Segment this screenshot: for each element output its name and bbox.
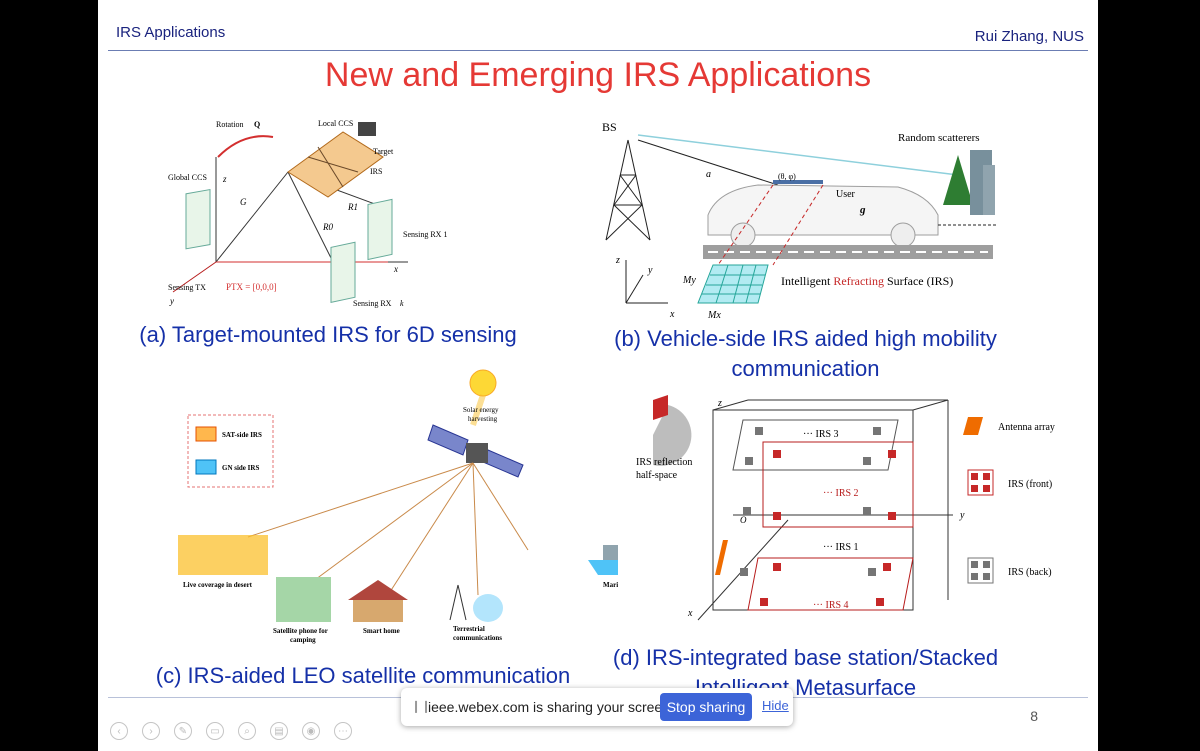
stop-sharing-button[interactable]: Stop sharing [660,693,752,721]
gn-irs-legend-icon [195,459,217,475]
header-divider [108,50,1088,51]
caption-a: (a) Target-mounted IRS for 6D sensing [139,322,517,347]
figure-a-6d-sensing: Rotation Q Local CCS Target IRS Global C… [168,119,447,308]
camera-icon[interactable]: ◉ [302,722,320,740]
legend-antenna-icon [963,417,983,435]
c-terrestrial2: communications [453,634,502,642]
a-target: Target [373,147,394,156]
d-z: z [717,398,722,409]
b-my: My [682,275,696,286]
sat-irs-legend-icon [195,426,217,442]
a-global-ccs: Global CCS [168,173,207,182]
a-local-ccs: Local CCS [318,119,353,128]
a-g: G [240,197,247,207]
bs-tower-icon [605,139,651,241]
irs-grid-icon [697,264,769,304]
header-author: Rui Zhang, NUS [974,28,1084,45]
c-camping2: camping [290,636,316,644]
slide-title: New and Emerging IRS Applications [324,56,872,94]
presentation-toolbar: ‹ › ✎ ▭ ⌕ ▤ ◉ ⋯ [110,722,352,740]
d-irs3: ··· IRS 3 [803,429,839,440]
d-irs4: ··· IRS 4 [813,600,849,611]
antenna-array-icon [715,540,728,575]
b-g: g [859,204,866,216]
d-o: O [740,515,747,525]
b-random-scatterers: Random scatterers [898,132,980,144]
satellite-icon [427,424,524,478]
marine-icon [588,560,618,575]
a-q: Q [254,120,260,129]
b-z: z [615,255,620,266]
c-legend-gn: GN side IRS [222,464,259,472]
next-slide-icon[interactable]: › [142,722,160,740]
sun-icon [469,369,497,397]
a-irs: IRS [370,167,382,176]
c-harvesting: harvesting [468,415,498,423]
slide: IRS Applications Rui Zhang, NUS New and … [98,0,1098,751]
b-mx: Mx [707,310,721,320]
home-icon [348,580,408,600]
zoom-icon[interactable]: ⌕ [238,722,256,740]
svg-text:(θ, φ): (θ, φ) [778,172,796,181]
d-half1: IRS reflection [636,457,692,468]
d-front: IRS (front) [1008,479,1052,490]
figure-d-stacked-metasurface: IRS reflection half-space z y x O ··· IR… [636,395,1055,621]
a-z: z [222,174,227,184]
figure-c-leo-satellite: Solar energy harvesting SAT-side IRS GN … [178,369,618,644]
caption-c: (c) IRS-aided LEO satellite communicatio… [155,663,571,688]
d-y: y [959,510,965,521]
a-sensing-tx: Sensing TX [168,283,206,292]
b-x: x [669,309,675,320]
a-y: y [169,296,174,306]
page-number: 8 [1030,708,1038,724]
vehicle-icon [707,184,939,236]
d-back: IRS (back) [1008,567,1052,578]
c-desert: Live coverage in desert [183,581,253,589]
c-legend-sat: SAT-side IRS [222,431,262,439]
a-sensing-rx: Sensing RX [353,299,392,308]
desert-icon [178,535,268,575]
b-bs: BS [602,120,617,134]
tree-icon [943,155,973,205]
c-terrestrial1: Terrestrial [453,625,485,633]
caption-d-line1: (d) IRS-integrated base station/Stacked [612,645,999,670]
pause-icon: ❙❙ [411,699,432,713]
screen-share-bar: ❙❙ ieee.webex.com is sharing your screen… [401,688,793,726]
b-irs-label: Intelligent Refracting Surface (IRS) [781,274,953,288]
hide-link[interactable]: Hide [762,698,789,713]
d-half2: half-space [636,470,678,481]
d-irs1: ··· IRS 1 [823,542,859,553]
d-antenna: Antenna array [998,422,1055,433]
half-space-icon [653,405,692,466]
caption-b-line1: (b) Vehicle-side IRS aided high mobility [614,326,997,351]
share-message: ieee.webex.com is sharing your screen. [428,699,674,715]
a-rotation: Rotation [216,120,244,129]
a-k: k [400,299,404,308]
b-a: a [706,169,711,180]
figure-b-vehicle-irs: BS Random scatterers (θ, φ) User g a v [602,120,998,320]
camping-icon [276,577,331,622]
header-topic: IRS Applications [116,24,226,41]
subtitles-icon[interactable]: ▤ [270,722,288,740]
d-irs2: ··· IRS 2 [823,488,859,499]
slides-icon[interactable]: ▭ [206,722,224,740]
a-r0: R0 [322,222,333,232]
slide-header: IRS Applications Rui Zhang, NUS [98,0,1098,51]
terrestrial-tower-icon [449,584,467,621]
a-x: x [393,264,398,274]
more-options-icon[interactable]: ⋯ [334,722,352,740]
a-ptx: PTX = [0,0,0] [226,282,277,292]
c-camping1: Satellite phone for [273,627,328,635]
c-home: Smart home [363,627,400,635]
a-sensing-rx1: Sensing RX 1 [403,230,447,239]
c-solar: Solar energy [463,406,499,414]
d-x: x [687,608,693,619]
previous-slide-icon[interactable]: ‹ [110,722,128,740]
b-user: User [836,189,856,200]
a-r1: R1 [347,202,358,212]
b-y: y [647,265,653,276]
c-marine: Marine communications [603,581,618,589]
caption-b-line2: communication [731,356,880,381]
pen-icon[interactable]: ✎ [174,722,192,740]
